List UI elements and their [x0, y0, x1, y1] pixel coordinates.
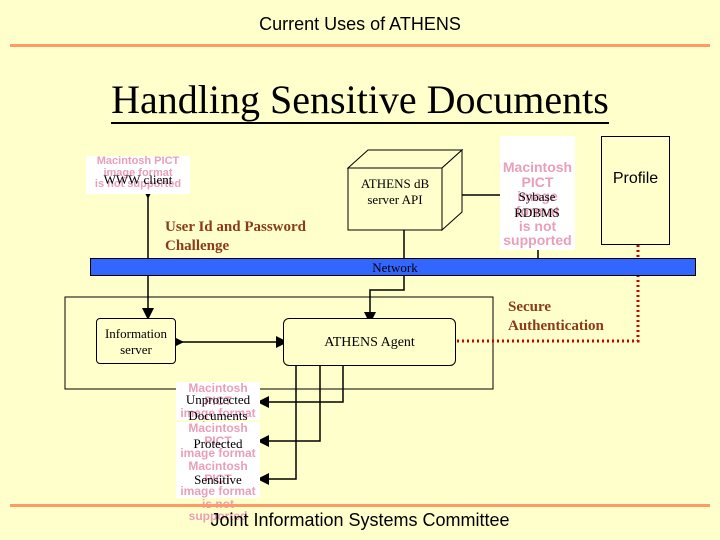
page-title: Handling Sensitive Documents	[111, 77, 609, 124]
protected-docs-label: Protected	[193, 436, 243, 451]
footer-rule	[10, 504, 710, 507]
db-server-label: ATHENS dB server API	[360, 176, 430, 208]
network-bar	[90, 258, 696, 276]
profile-box	[601, 136, 670, 245]
slide-header: Current Uses of ATHENS	[259, 14, 461, 34]
slide-footer: Joint Information Systems Committee	[210, 510, 510, 530]
agent-sensitive-arrow	[257, 366, 297, 485]
sensitive-docs-label: Sensitive	[194, 472, 242, 487]
athens-agent-box	[283, 318, 456, 366]
secure-auth-label: Secure Authentication	[508, 299, 604, 334]
network-label: Network	[372, 260, 418, 275]
profile-label: Profile	[612, 170, 659, 187]
challenge-label: User Id and Password Challenge	[165, 219, 306, 254]
sybase-label: Sybase RDBMS	[514, 189, 560, 221]
info-server-box	[96, 318, 176, 364]
secure-auth-dotted-link	[457, 245, 640, 343]
agent-protected-arrow	[257, 366, 321, 447]
header-rule	[10, 44, 710, 47]
www-client-label: WWW client	[103, 172, 173, 187]
agent-unprotected-arrow	[257, 366, 344, 408]
unprotected-docs-label: Unprotected Documents	[185, 392, 251, 423]
info-server-label: Information server	[104, 326, 168, 358]
athens-agent-label: ATHENS Agent	[324, 335, 415, 350]
